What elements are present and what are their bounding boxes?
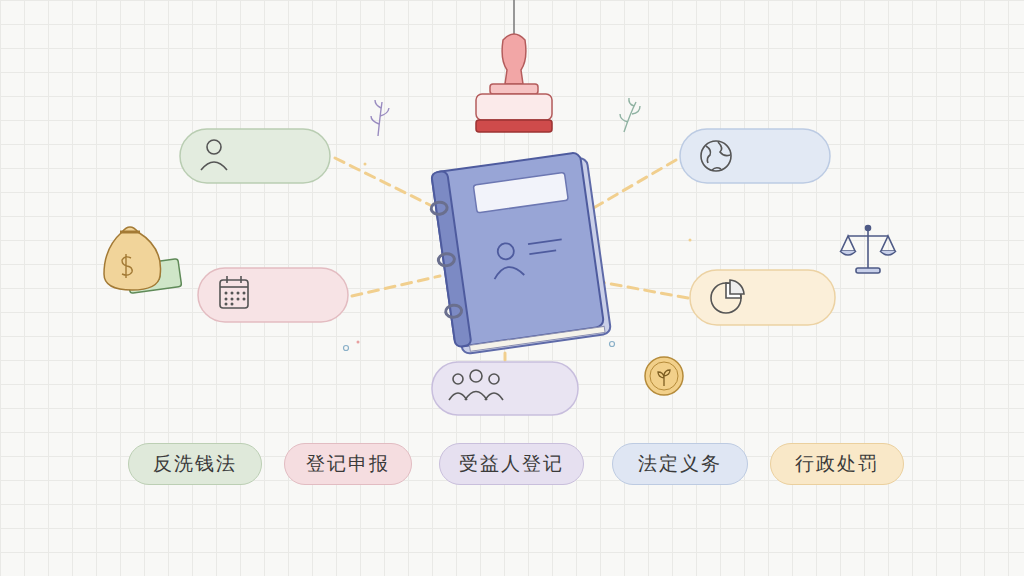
stamp xyxy=(476,0,552,132)
icon-pills xyxy=(180,129,835,415)
label-pill: 反洗钱法 xyxy=(128,443,262,485)
pill-text: 受益人登记 xyxy=(459,451,564,477)
sprig xyxy=(620,98,640,132)
label-pill: 受益人登记 xyxy=(439,443,584,485)
pill-text: 法定义务 xyxy=(638,451,722,477)
notebook xyxy=(426,151,611,356)
dots xyxy=(344,163,692,351)
money-bag xyxy=(104,227,182,293)
pill-text: 登记申报 xyxy=(306,451,390,477)
pill-text: 反洗钱法 xyxy=(153,451,237,477)
label-pill: 法定义务 xyxy=(612,443,748,485)
coin xyxy=(645,357,683,395)
sprig xyxy=(371,100,389,136)
label-pill: 登记申报 xyxy=(284,443,412,485)
scale-icon xyxy=(840,226,896,274)
pill-text: 行政处罚 xyxy=(795,451,879,477)
label-pill: 行政处罚 xyxy=(770,443,904,485)
icons xyxy=(201,140,744,400)
